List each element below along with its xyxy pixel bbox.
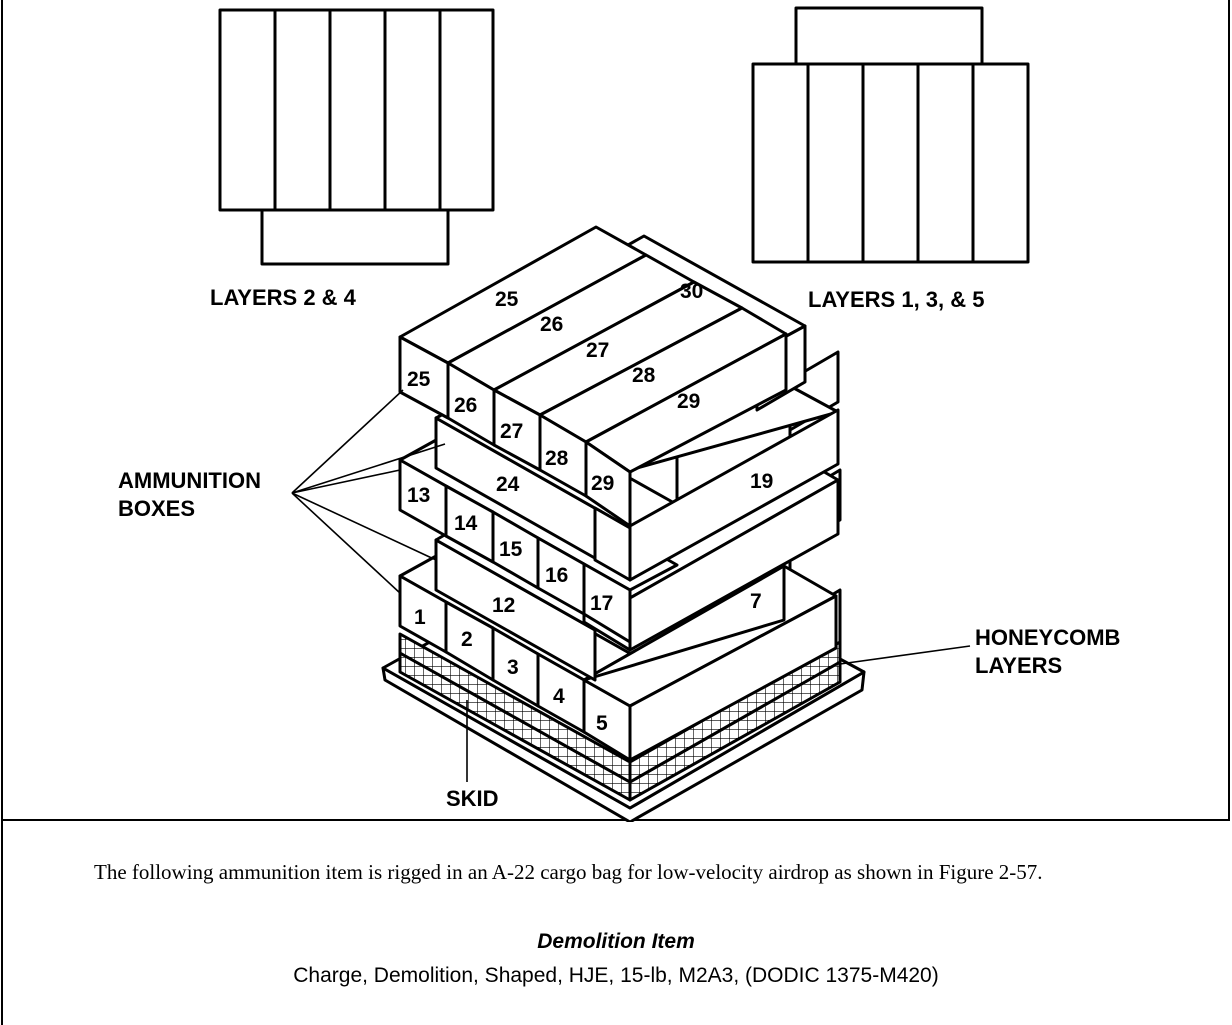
box-29-top-label: 29 xyxy=(677,390,700,413)
box-27-end-label: 27 xyxy=(500,420,523,443)
box-7-label: 7 xyxy=(750,590,762,613)
honeycomb-layers-label-line2: LAYERS xyxy=(975,653,1062,678)
honeycomb-layers xyxy=(398,632,842,802)
box-28-end-label: 28 xyxy=(545,447,569,470)
ammunition-rigging-diagram: 1 2 3 4 5 7 12 13 14 15 16 17 19 24 25 2… xyxy=(118,6,1120,822)
honeycomb-layers-label-line1: HONEYCOMB xyxy=(975,625,1120,650)
ammunition-boxes-label-line1: AMMUNITION xyxy=(118,468,261,493)
ammunition-boxes-label-line2: BOXES xyxy=(118,496,195,521)
box-5-label: 5 xyxy=(596,712,608,735)
layers-1-3-5-label: LAYERS 1, 3, & 5 xyxy=(808,287,984,312)
box-25-end-label: 25 xyxy=(407,368,431,391)
box-4-label: 4 xyxy=(553,685,565,708)
box-16-label: 16 xyxy=(545,564,568,587)
box-27-top-label: 27 xyxy=(586,339,609,362)
box-19-label: 19 xyxy=(750,470,773,493)
box-3-label: 3 xyxy=(507,656,519,679)
box-12-label: 12 xyxy=(492,594,515,617)
figure-border xyxy=(1,0,1230,821)
box-2-label: 2 xyxy=(461,628,473,651)
box-number-labels: 1 2 3 4 5 7 12 13 14 15 16 17 19 24 25 2… xyxy=(407,280,773,735)
box-28-top-label: 28 xyxy=(632,364,656,387)
skid-label: SKID xyxy=(446,786,499,811)
layers-2-4-label: LAYERS 2 & 4 xyxy=(210,285,357,310)
box-24-label: 24 xyxy=(496,473,520,496)
box-17-label: 17 xyxy=(590,592,613,615)
rigging-paragraph: The following ammunition item is rigged … xyxy=(94,860,1043,884)
text-border xyxy=(1,821,1230,1025)
layers-2-4-plan xyxy=(218,8,495,266)
box-13-label: 13 xyxy=(407,484,430,507)
box-14-label: 14 xyxy=(454,512,478,535)
box-26-end-label: 26 xyxy=(454,394,477,417)
box-15-label: 15 xyxy=(499,538,523,561)
layers-1-3-5-plan xyxy=(751,6,1030,264)
item-name: Charge, Demolition, Shaped, HJE, 15-lb, … xyxy=(293,964,939,987)
box-26-top-label: 26 xyxy=(540,313,563,336)
box-30-label: 30 xyxy=(680,280,703,303)
box-25-top-label: 25 xyxy=(495,288,519,311)
box-1-label: 1 xyxy=(414,606,426,629)
leader-lines xyxy=(291,389,971,782)
item-heading: Demolition Item xyxy=(537,930,695,953)
layer-5 xyxy=(398,225,807,528)
box-29-end-label: 29 xyxy=(591,472,614,495)
